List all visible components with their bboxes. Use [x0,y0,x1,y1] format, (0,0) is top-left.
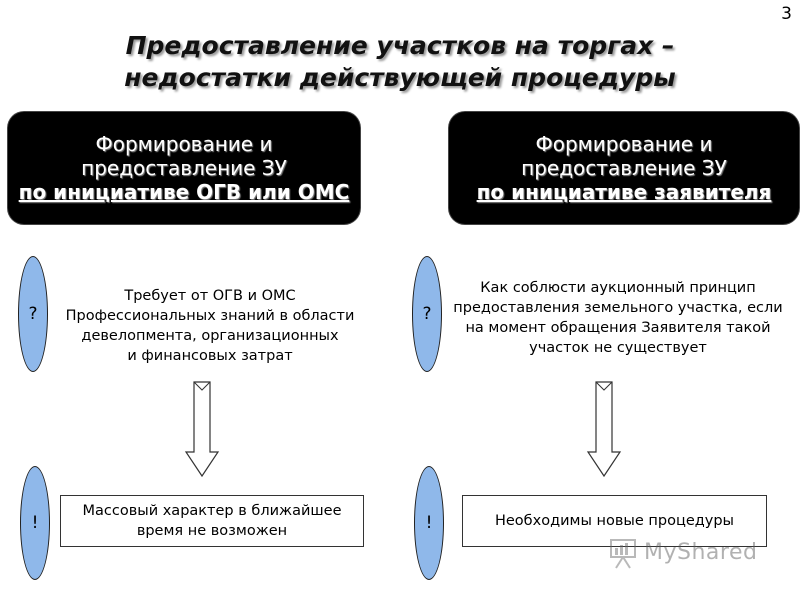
left-problem-text: Требует от ОГВ и ОМС Профессиональных зн… [52,286,368,366]
left-question-mark: ? [28,304,38,324]
left-result-line: Массовый характер в ближайшее [82,503,342,519]
right-question-oval: ? [412,256,442,372]
left-question-oval: ? [18,256,48,372]
left-problem-line: Требует от ОГВ и ОМС [124,288,296,304]
right-header-line-3: по инициативе заявителя [476,180,772,204]
slide-title-line-2: недостатки действующей процедуры [124,63,676,92]
left-problem-line: и финансовых затрат [127,348,293,364]
left-result-box: Массовый характер в ближайшее время не в… [60,495,364,547]
left-down-arrow-icon [184,381,220,478]
slide-title-line-1: Предоставление участков на торгах – [125,31,675,60]
left-header-box: Формирование и предоставление ЗУ по иниц… [8,112,360,224]
left-header-line-2: предоставление ЗУ [81,156,287,180]
left-problem-line: Профессиональных знаний в области [65,308,355,324]
watermark-text: MyShared [644,540,758,565]
page-number: 3 [781,4,792,24]
right-exclamation-mark: ! [425,513,433,533]
right-question-mark: ? [422,304,432,324]
watermark: MyShared [606,536,766,572]
right-problem-text: Как соблюсти аукционный принцип предоста… [440,278,796,358]
right-problem-line: Как соблюсти аукционный принцип [480,280,756,296]
right-result-box: Необходимы новые процедуры [462,495,767,547]
right-problem-line: на момент обращения Заявителя такой [465,320,771,336]
right-result-line: Необходимы новые процедуры [494,513,735,529]
right-problem-line: участок не существует [529,340,707,356]
right-down-arrow-icon [586,381,622,478]
right-header-line-2: предоставление ЗУ [521,156,727,180]
presentation-board-icon [610,539,636,569]
right-exclamation-oval: ! [414,466,444,580]
left-header-line-3: по инициативе ОГВ или ОМС [18,180,350,204]
left-header-line-1: Формирование и [95,132,273,156]
right-header-line-1: Формирование и [535,132,713,156]
left-result-line: время не возможен [136,523,288,539]
left-problem-line: девелопмента, организационных [81,328,339,344]
left-exclamation-oval: ! [20,466,50,580]
right-problem-line: предоставления земельного участка, если [453,300,783,316]
left-exclamation-mark: ! [31,513,39,533]
right-header-box: Формирование и предоставление ЗУ по иниц… [449,112,799,224]
